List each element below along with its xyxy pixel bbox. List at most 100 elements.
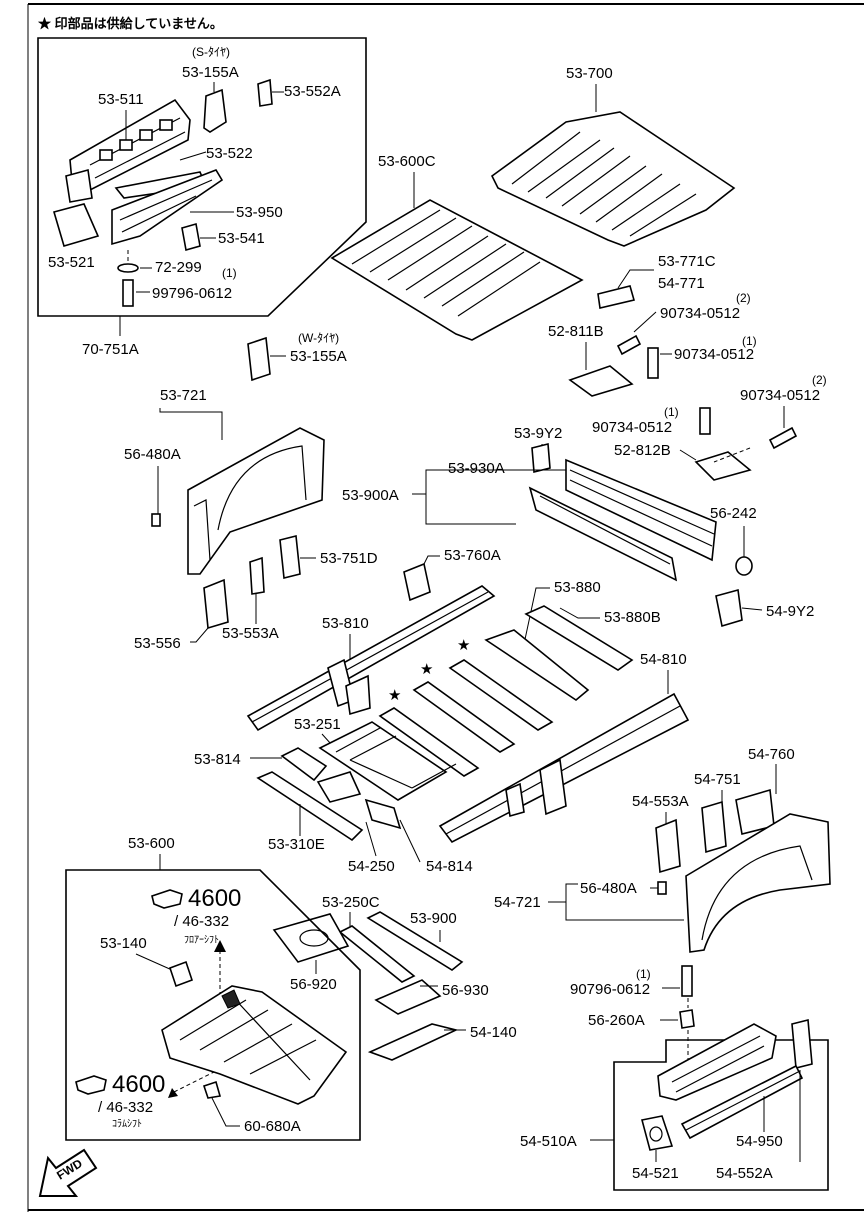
qty-90734-c: (2)	[812, 373, 827, 387]
part-53-556[interactable]: 53-556	[134, 635, 181, 652]
part-54-721[interactable]: 54-721	[494, 894, 541, 911]
inset-front-side-sill: 54-950 54-521 54-552A 54-510A	[520, 1018, 829, 1191]
part-53-900A[interactable]: 53-900A	[342, 487, 399, 504]
part-90734-0512-a[interactable]: 90734-0512	[660, 305, 740, 322]
bracket-56-920	[272, 913, 350, 963]
part-53-553A[interactable]: 53-553A	[222, 625, 279, 642]
part-54-521[interactable]: 54-521	[632, 1165, 679, 1182]
part-53-511[interactable]: 53-511	[98, 91, 144, 108]
part-53-155A-w[interactable]: 53-155A	[290, 348, 347, 365]
bracket-53-9Y2	[531, 442, 551, 474]
crossmember-starred-1	[378, 707, 480, 777]
bracket-53-155A-w	[247, 336, 271, 382]
part-54-751[interactable]: 54-751	[694, 771, 741, 788]
part-53-930A[interactable]: 53-930A	[448, 460, 505, 477]
part-54-810[interactable]: 54-810	[640, 651, 687, 668]
floor-shift-label: ﾌﾛｱｰｼﾌﾄ	[184, 935, 219, 946]
part-53-814[interactable]: 53-814	[194, 751, 241, 768]
part-56-930[interactable]: 56-930	[442, 982, 489, 999]
part-70-751A[interactable]: 70-751A	[82, 341, 139, 358]
part-53-140[interactable]: 53-140	[100, 935, 147, 952]
part-90734-0512-d[interactable]: 90734-0512	[592, 419, 672, 436]
member-53-250C	[338, 925, 416, 983]
part-54-510A[interactable]: 54-510A	[520, 1133, 577, 1150]
part-90796-0612[interactable]: 90796-0612	[570, 981, 650, 998]
wheelhouse-53-721	[187, 427, 325, 575]
ref-4600-floor-shift[interactable]: 4600	[188, 885, 241, 912]
member-53-900	[366, 911, 464, 971]
fwd-arrow-icon: FWD	[38, 1148, 98, 1197]
part-90734-0512-c[interactable]: 90734-0512	[740, 387, 820, 404]
part-90734-0512-b[interactable]: 90734-0512	[674, 346, 754, 363]
bracket-53-760A	[403, 562, 431, 602]
part-53-721[interactable]: 53-721	[160, 387, 207, 404]
star-icon: ★	[420, 661, 433, 678]
part-54-814[interactable]: 54-814	[426, 858, 473, 875]
part-53-771C[interactable]: 53-771C	[658, 253, 716, 270]
part-54-950[interactable]: 54-950	[736, 1133, 783, 1150]
rear-floor-53-700: 53-700	[490, 65, 736, 247]
crossmember-53-900A	[528, 486, 678, 582]
qty-90796: (1)	[636, 967, 651, 981]
part-53-251[interactable]: 53-251	[294, 716, 341, 733]
member-53-880	[484, 629, 590, 701]
part-53-600C[interactable]: 53-600C	[378, 153, 436, 170]
part-54-140[interactable]: 54-140	[470, 1024, 517, 1041]
clip-56-260A	[679, 1009, 695, 1029]
part-53-541[interactable]: 53-541	[218, 230, 265, 247]
crossmember-starred-3	[448, 659, 554, 731]
part-53-310E[interactable]: 53-310E	[268, 836, 325, 853]
part-53-760A[interactable]: 53-760A	[444, 547, 501, 564]
w-tire-note: (W-ﾀｲﾔ)	[298, 331, 339, 345]
part-53-700[interactable]: 53-700	[566, 65, 613, 82]
part-53-950[interactable]: 53-950	[236, 204, 283, 221]
part-54-553A[interactable]: 54-553A	[632, 793, 689, 810]
rail-54-950	[680, 1064, 804, 1140]
part-53-522[interactable]: 53-522	[206, 145, 253, 162]
front-floor-53-600C: 53-600C	[330, 153, 584, 341]
part-54-250[interactable]: 54-250	[348, 858, 395, 875]
bracket-54-552A	[791, 1018, 813, 1070]
star-icon: ★	[388, 687, 401, 704]
part-53-155A[interactable]: 53-155A	[182, 64, 239, 81]
bracket-53-553A	[249, 556, 265, 595]
ref-4600-column-shift[interactable]: 4600	[112, 1071, 165, 1098]
part-53-552A[interactable]: 53-552A	[284, 83, 341, 100]
part-53-9Y2[interactable]: 53-9Y2	[514, 425, 562, 442]
part-53-751D[interactable]: 53-751D	[320, 550, 378, 567]
part-52-811B[interactable]: 52-811B	[548, 323, 604, 340]
part-54-552A[interactable]: 54-552A	[716, 1165, 773, 1182]
bracket-54-9Y2	[715, 588, 743, 628]
part-72-299[interactable]: 72-299	[155, 259, 202, 276]
part-99796-0612[interactable]: 99796-0612	[152, 285, 232, 302]
part-53-250C[interactable]: 53-250C	[322, 894, 380, 911]
part-56-920[interactable]: 56-920	[290, 976, 337, 993]
ref-46-332-column: / 46-332	[98, 1099, 153, 1116]
part-53-880B[interactable]: 53-880B	[604, 609, 661, 626]
part-53-810[interactable]: 53-810	[322, 615, 369, 632]
bracket-54-521	[641, 1115, 674, 1151]
part-53-880[interactable]: 53-880	[554, 579, 601, 596]
bracket-53-751D	[279, 535, 301, 579]
part-56-260A[interactable]: 56-260A	[588, 1012, 645, 1029]
part-54-771[interactable]: 54-771	[658, 275, 705, 292]
part-56-480A-l[interactable]: 56-480A	[124, 446, 181, 463]
member-53-880B	[524, 605, 634, 671]
ref-46-332-floor: / 46-332	[174, 913, 229, 930]
part-54-9Y2[interactable]: 54-9Y2	[766, 603, 814, 620]
bracket-53-556	[203, 578, 229, 630]
part-53-600[interactable]: 53-600	[128, 835, 175, 852]
qty-99796: (1)	[222, 266, 237, 280]
s-tire-note: (S-ﾀｲﾔ)	[192, 45, 230, 59]
not-supplied-note: ★ 印部品は供給していません。	[38, 16, 223, 31]
hand-pointer-icon	[75, 1075, 107, 1095]
part-60-680A[interactable]: 60-680A	[244, 1118, 301, 1135]
part-54-760[interactable]: 54-760	[748, 746, 795, 763]
part-56-242[interactable]: 56-242	[710, 505, 757, 522]
part-53-521[interactable]: 53-521	[48, 254, 95, 271]
part-53-900[interactable]: 53-900	[410, 910, 457, 927]
bracket-56-930	[374, 979, 442, 1015]
part-56-480A-r[interactable]: 56-480A	[580, 880, 637, 897]
part-52-812B[interactable]: 52-812B	[614, 442, 671, 459]
